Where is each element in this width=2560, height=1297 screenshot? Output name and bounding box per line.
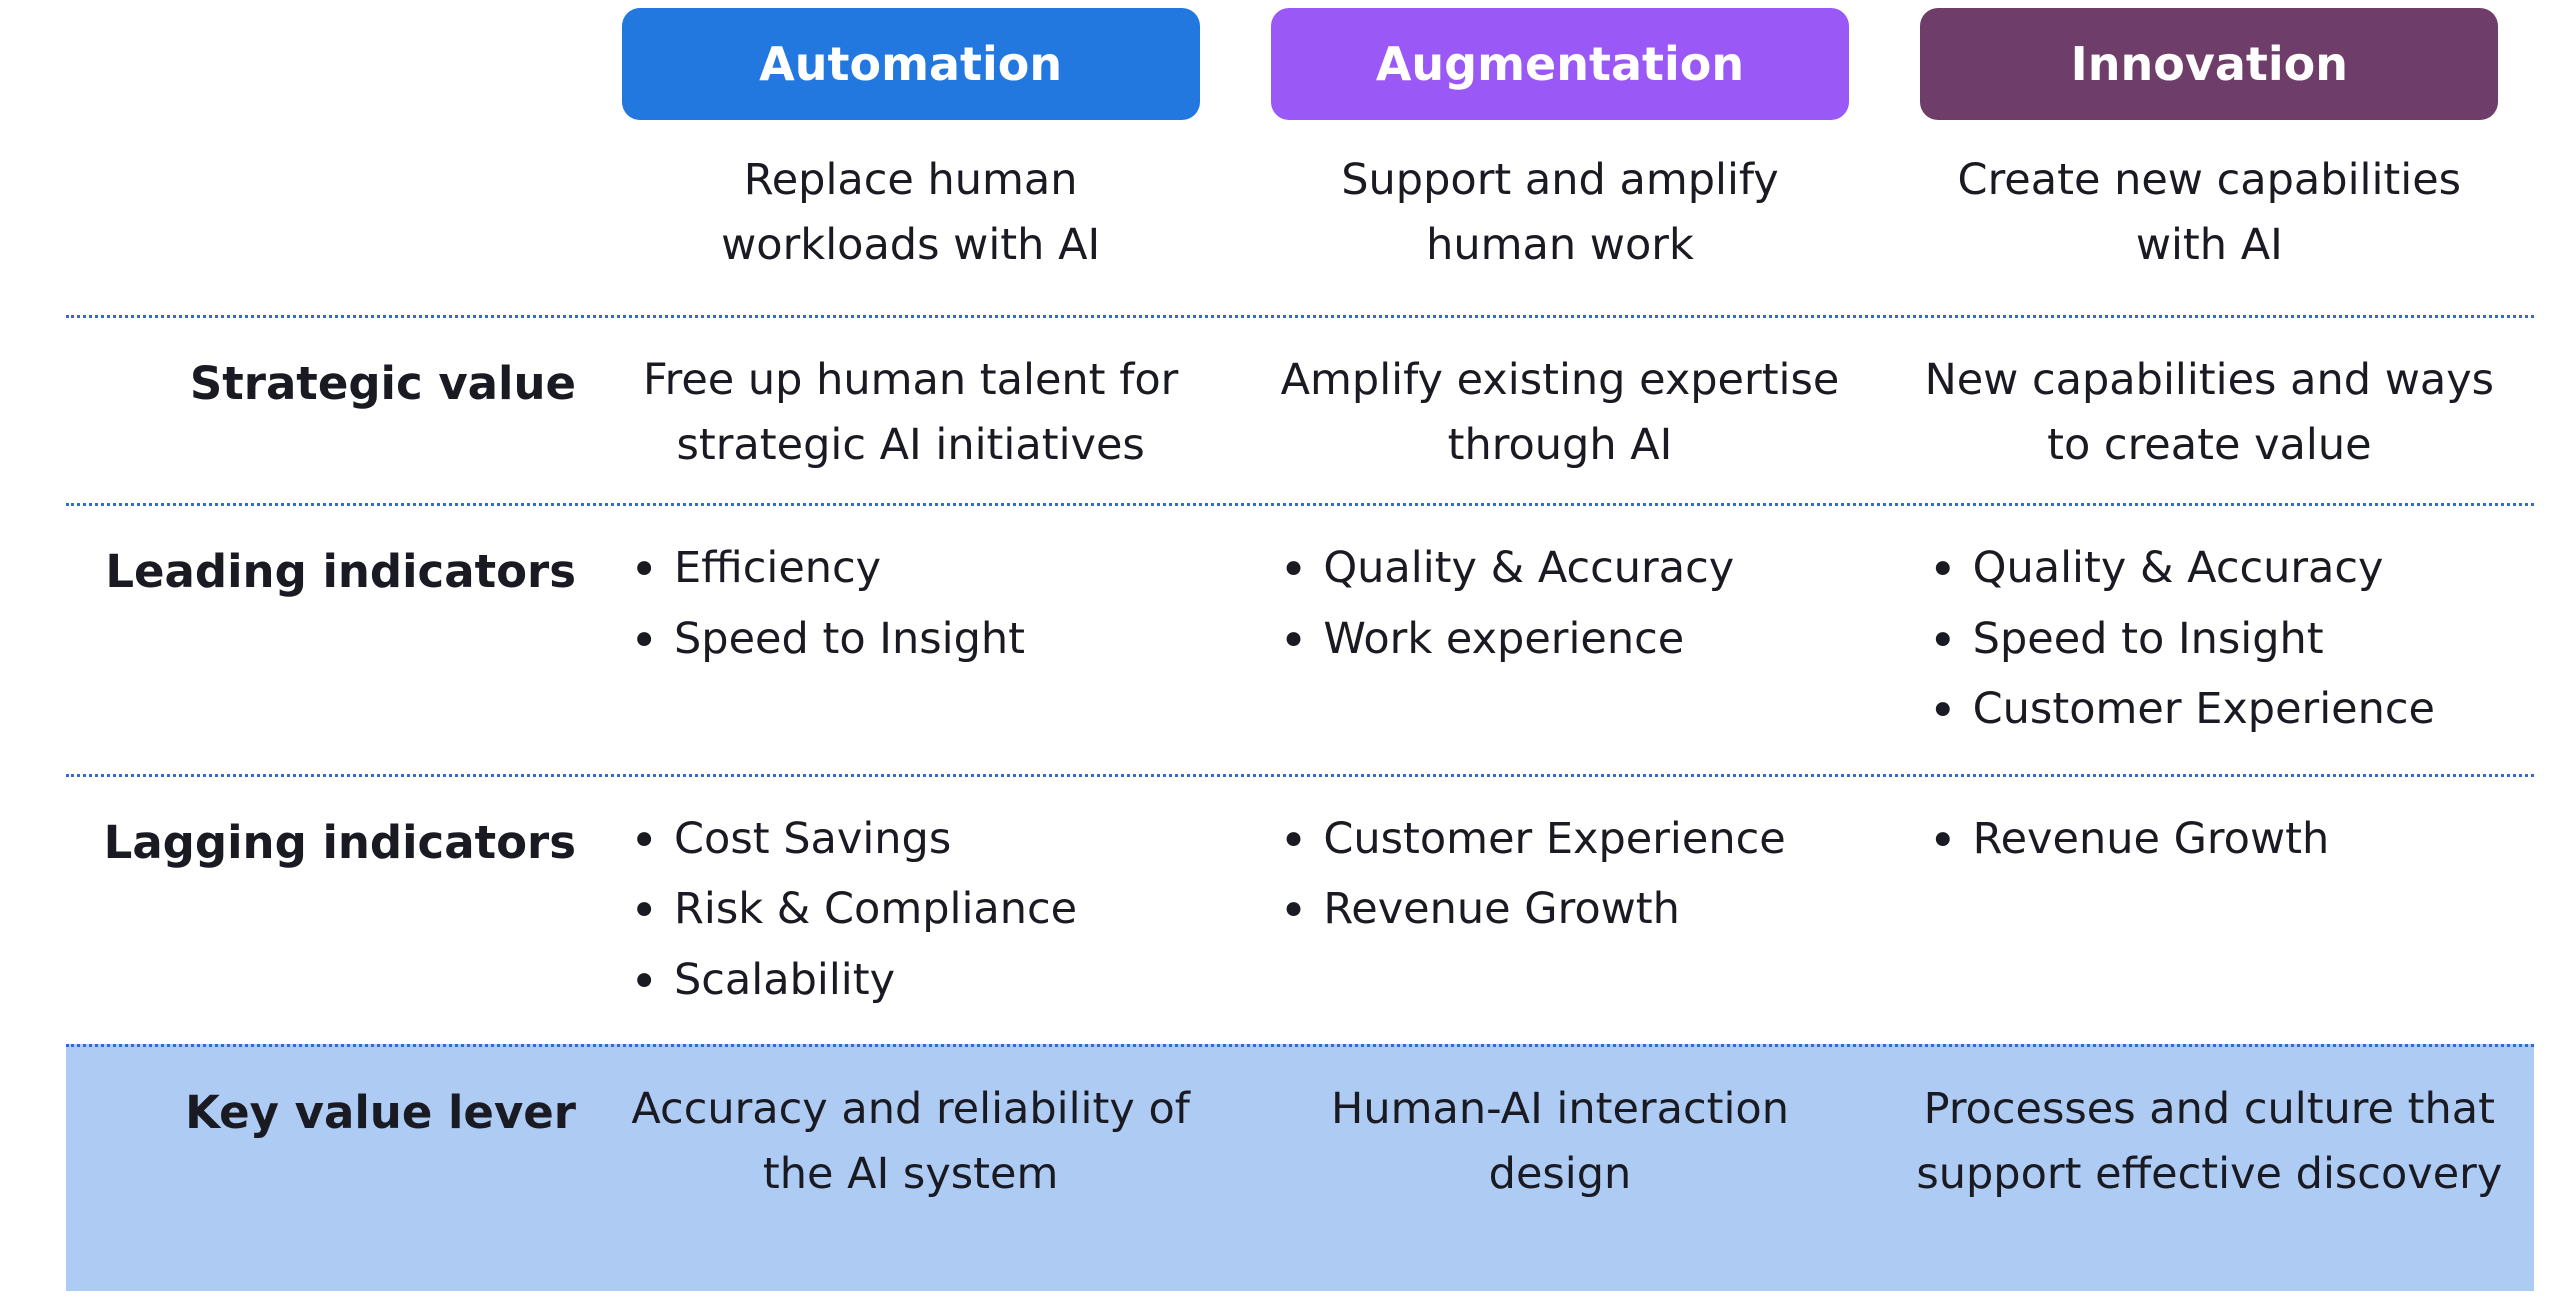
header-cell-automation: Automation [586, 8, 1235, 120]
cell-strategic-augmentation: Amplify existing expertise through AI [1280, 355, 1840, 470]
bullet-item: Efficiency [630, 534, 1219, 605]
header-cell-innovation: Innovation [1885, 8, 2534, 120]
bullet-item: Cost Savings [630, 805, 1219, 876]
bullet-text: Customer Experience [1323, 813, 1786, 864]
bullet-item: Work experience [1279, 605, 1868, 676]
key-value-lever-row: Key value lever Accuracy and reliability… [66, 1044, 2534, 1291]
column-header-innovation: Innovation [1920, 8, 2499, 120]
lagging-bullets-innovation: Revenue Growth [1885, 805, 2534, 1019]
cell-key-value-automation: Accuracy and reliability of the AI syste… [631, 1084, 1190, 1199]
bullet-item: Scalability [630, 946, 1219, 1017]
bullet-item: Quality & Accuracy [1279, 534, 1868, 605]
cell-key-value-innovation: Processes and culture that support effec… [1916, 1084, 2503, 1199]
bullet-text: Speed to Insight [674, 613, 1025, 664]
bullet-text: Work experience [1323, 613, 1685, 664]
bullet-text: Efficiency [674, 543, 882, 593]
leading-bullets-innovation: Quality & Accuracy Speed to Insight Cust… [1885, 534, 2534, 748]
leading-indicators-row: Leading indicators Efficiency Speed to I… [66, 503, 2534, 774]
bullet-text: Quality & Accuracy [1972, 543, 2384, 593]
bullet-item: Speed to Insight [630, 605, 1219, 676]
column-header-augmentation: Augmentation [1270, 8, 1849, 120]
subtitle-row: Replace human workloads with AI Support … [66, 120, 2534, 315]
cell-key-value-augmentation: Human-AI interaction design [1331, 1084, 1789, 1199]
header-spacer [66, 8, 586, 120]
bullet-item: Speed to Insight [1929, 605, 2518, 676]
lagging-bullets-augmentation: Customer Experience Revenue Growth [1235, 805, 1884, 1019]
row-label-leading-indicators: Leading indicators [105, 545, 576, 598]
lagging-indicators-row: Lagging indicators Cost Savings Risk & C… [66, 773, 2534, 1045]
bullet-item: Revenue Growth [1929, 805, 2518, 876]
cell-strategic-automation: Free up human talent for strategic AI in… [643, 355, 1179, 470]
subtitle-augmentation: Support and amplify human work [1341, 155, 1779, 270]
row-label-key-value-lever: Key value lever [185, 1086, 576, 1139]
leading-bullets-automation: Efficiency Speed to Insight [586, 534, 1235, 748]
cell-strategic-innovation: New capabilities and ways to create valu… [1924, 355, 2495, 470]
bullet-item: Customer Experience [1279, 805, 1868, 876]
row-label-lagging-indicators: Lagging indicators [103, 815, 576, 869]
subtitle-spacer [66, 120, 586, 315]
bullet-text: Risk & Compliance [674, 884, 1078, 934]
column-header-automation: Automation [621, 8, 1200, 120]
bullet-item: Customer Experience [1929, 675, 2518, 746]
bullet-text: Scalability [674, 954, 896, 1005]
strategic-value-row: Strategic value Free up human talent for… [66, 315, 2534, 503]
header-cell-augmentation: Augmentation [1235, 8, 1884, 120]
bullet-text: Quality & Accuracy [1323, 543, 1735, 593]
bullet-text: Revenue Growth [1972, 813, 2330, 864]
leading-bullets-augmentation: Quality & Accuracy Work experience [1235, 534, 1884, 748]
lagging-bullets-automation: Cost Savings Risk & Compliance Scalabili… [586, 805, 1235, 1019]
bullet-text: Speed to Insight [1972, 613, 2324, 664]
bullet-text: Customer Experience [1972, 684, 2435, 734]
subtitle-automation: Replace human workloads with AI [721, 155, 1101, 270]
header-row: Automation Augmentation Innovation [66, 8, 2534, 120]
bullet-item: Revenue Growth [1279, 875, 1868, 946]
bullet-item: Risk & Compliance [630, 875, 1219, 946]
bullet-text: Revenue Growth [1323, 884, 1680, 934]
row-label-strategic-value: Strategic value [189, 357, 576, 410]
bullet-item: Quality & Accuracy [1929, 534, 2518, 605]
subtitle-innovation: Create new capabilities with AI [1957, 155, 2462, 270]
bullet-text: Cost Savings [674, 813, 952, 864]
